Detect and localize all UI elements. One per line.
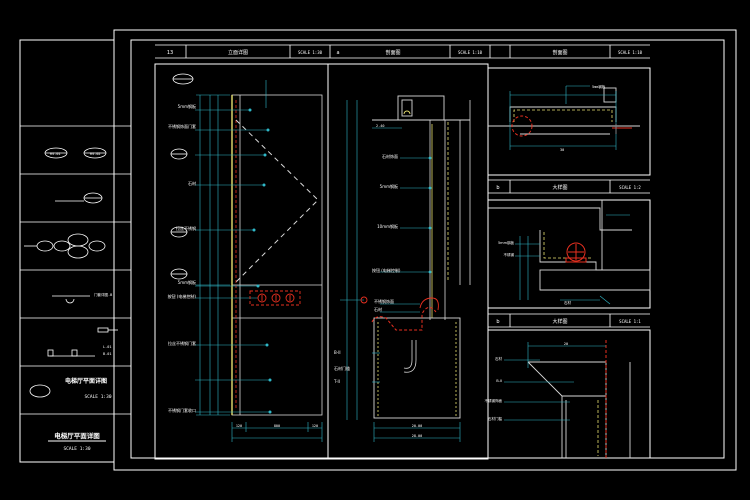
- svg-text:L-01: L-01: [103, 345, 111, 349]
- detail1-num: b: [496, 185, 499, 191]
- section-top-dim: 2.40: [376, 124, 384, 128]
- detail1-title: 大样图: [552, 184, 567, 191]
- sheet-title: 电梯厅平面详图: [54, 431, 100, 440]
- elev-dim: 800: [274, 424, 280, 428]
- sheet-scale: SCALE 1:30: [63, 446, 90, 452]
- elevation-view: 5mm钢板 不锈钢饰面门套 石材 拉丝不锈钢 5mm钢板 按钮 (电梯控制) 拉…: [168, 73, 323, 442]
- detail1-label: 石材: [564, 300, 572, 305]
- section-label: 10mm钢板: [377, 223, 398, 229]
- call-button-panel: [249, 290, 301, 306]
- elev-label: 不锈钢饰面门套: [168, 123, 196, 129]
- detail1-view: 5mm钢板 不锈钢 石材: [488, 200, 651, 305]
- elev-dim: 120: [312, 424, 318, 428]
- elev-label: 5mm钢板: [178, 103, 196, 109]
- elevation-title: 立面详图: [228, 49, 248, 56]
- elev-label: 5mm钢板: [178, 279, 196, 285]
- section-label: 石材门槛: [334, 365, 350, 371]
- svg-text:5mm钢板: 5mm钢板: [592, 84, 606, 89]
- elev-dim: 120: [236, 424, 242, 428]
- section-num: a: [336, 50, 339, 56]
- plan-detail-view: 5mm钢板 30: [488, 84, 640, 152]
- section-label: 石材: [374, 306, 382, 312]
- section-view: 石材饰面 5mm钢板 10mm钢板 按钮 (电梯控制) 不锈钢饰面 石材 石材门…: [333, 95, 471, 442]
- section-label: T-II: [333, 379, 340, 384]
- section-label: 5mm钢板: [380, 183, 398, 189]
- elev-label: 按钮 (电梯控制): [168, 293, 197, 299]
- detail2-num: b: [496, 319, 499, 325]
- section-scale: SCALE 1:10: [458, 50, 483, 55]
- header-bars: 13 立面详图 SCALE 1:30 a 剖面图 SCALE 1:10 剖面图 …: [155, 44, 650, 328]
- elev-label: 拉丝不锈钢门套: [168, 340, 196, 346]
- svg-text:30: 30: [560, 148, 564, 152]
- detail2-label: 不锈钢饰面: [485, 398, 503, 403]
- detail2-view: 20 石材 B-II 不锈钢饰面 石材门槛: [485, 340, 631, 458]
- svg-text:RS-02: RS-02: [90, 152, 101, 156]
- detail2-top-dim: 20: [564, 342, 568, 346]
- section-dim: 28.00: [412, 434, 423, 438]
- detail2-label: 石材门槛: [488, 416, 502, 421]
- detail2-label: 石材: [495, 356, 503, 361]
- detail1-label: 5mm钢板: [498, 240, 515, 245]
- elev-label: 拉丝不锈钢: [176, 225, 196, 231]
- detail1-scale: SCALE 1:2: [619, 185, 641, 190]
- svg-text:B-01: B-01: [103, 352, 111, 356]
- detail1-label: 不锈钢: [504, 252, 515, 257]
- plan-scale: SCALE 1:10: [618, 50, 643, 55]
- detail2-title: 大样图: [552, 318, 567, 325]
- section-label: B-II: [334, 350, 341, 355]
- plan-title: 剖面图: [552, 49, 567, 56]
- section-label: 不锈钢饰面: [374, 298, 394, 304]
- sheet-frame: [19, 29, 737, 471]
- left-title-strip: RS-01 RS-02 门套详图-B L-01 B-01 电梯厅平面详图 SCA…: [20, 125, 131, 452]
- elevation-scale: SCALE 1:30: [298, 50, 323, 55]
- detail2-label: B-II: [496, 379, 502, 383]
- section-label: 按钮 (电梯控制): [372, 267, 401, 273]
- elev-label: 不锈钢门套收口: [168, 407, 196, 413]
- section-title: 剖面图: [385, 49, 400, 56]
- elevation-num: 13: [167, 50, 173, 56]
- elev-label: 石材: [188, 180, 196, 186]
- side-plan-scale: SCALE 1:30: [84, 394, 111, 400]
- section-label: 石材饰面: [382, 153, 398, 159]
- viewport-frames: [154, 63, 651, 460]
- svg-text:门套详图-B: 门套详图-B: [94, 292, 112, 297]
- legend-symbols: [24, 147, 118, 398]
- svg-text:RS-01: RS-01: [50, 152, 61, 156]
- side-plan-title: 电梯厅平面详图: [65, 377, 107, 385]
- detail2-scale: SCALE 1:1: [619, 319, 641, 324]
- section-dim: 20.00: [412, 424, 423, 428]
